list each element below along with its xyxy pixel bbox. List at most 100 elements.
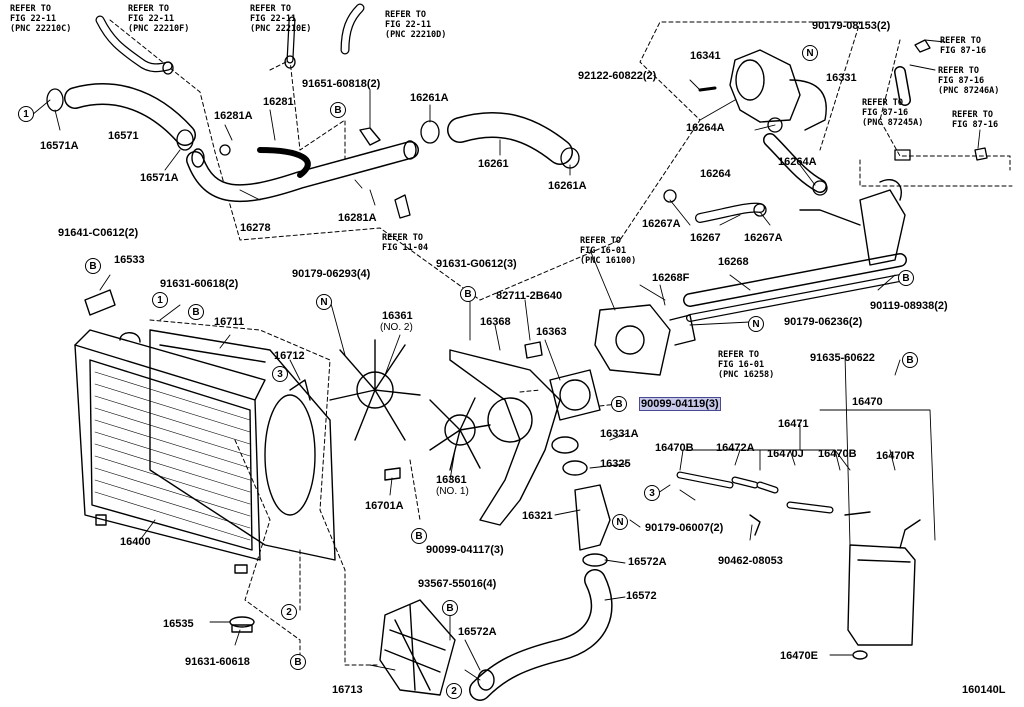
part-label[interactable]: 16321	[522, 510, 553, 522]
part-label[interactable]: 16470B	[818, 448, 857, 460]
part-label[interactable]: 16363	[536, 326, 567, 338]
part-label[interactable]: 16470E	[780, 650, 818, 662]
fan-no1	[429, 397, 491, 471]
part-label[interactable]: 82711-2B640	[496, 290, 563, 302]
part-label[interactable]: 16278	[240, 222, 271, 234]
part-label[interactable]: 16470J	[767, 448, 804, 460]
callout-circle: 1	[152, 292, 168, 308]
part-label[interactable]: 16341	[690, 50, 721, 62]
callout-circle: N	[316, 294, 332, 310]
part-label[interactable]: 16368	[480, 316, 511, 328]
part-label[interactable]: 16267	[690, 232, 721, 244]
upper-hoses	[64, 3, 911, 223]
callout-circle: B	[411, 528, 427, 544]
callout-circle: B	[85, 258, 101, 274]
reference-note: REFER TO FIG 87-16 (PNC 87245A)	[862, 98, 924, 128]
reservoir-tank	[847, 519, 921, 660]
dashed-guides	[109, 19, 1013, 666]
fan-coupling	[549, 369, 601, 421]
reference-note: REFER TO FIG 87-16	[952, 110, 999, 130]
part-label[interactable]: 16264	[700, 168, 731, 180]
part-label[interactable]: 16470R	[876, 450, 915, 462]
part-label[interactable]: 16535	[163, 618, 194, 630]
part-label[interactable]: 16533	[114, 254, 145, 266]
fan-shroud	[149, 329, 336, 561]
part-label[interactable]: 91631-G0612(3)	[436, 258, 517, 270]
part-label[interactable]: 16281A	[214, 110, 253, 122]
part-label[interactable]: 91641-C0612(2)	[58, 227, 139, 239]
part-label[interactable]: 16268F	[652, 272, 690, 284]
lower-hose	[469, 569, 613, 701]
part-label[interactable]: 16261A	[410, 92, 449, 104]
part-label[interactable]: 91631-60618(2)	[160, 278, 239, 290]
callout-circle: B	[330, 102, 346, 118]
part-label[interactable]: 90179-06236(2)	[784, 316, 863, 328]
part-label[interactable]: 16264A	[778, 156, 817, 168]
part-label[interactable]: 16713	[332, 684, 363, 696]
water-outlet	[698, 49, 827, 131]
part-label[interactable]: 16572A	[458, 626, 497, 638]
part-label[interactable]: 90179-06293(4)	[292, 268, 371, 280]
part-label[interactable]: 90179-06007(2)	[645, 522, 724, 534]
callout-circle: B	[611, 396, 627, 412]
pipe-16268	[683, 179, 907, 322]
part-label[interactable]: 16261	[478, 158, 509, 170]
part-label[interactable]: 16400	[120, 536, 151, 548]
part-label[interactable]: 16711	[214, 316, 244, 328]
part-label[interactable]: 16267A	[642, 218, 681, 230]
callout-circle: B	[898, 270, 914, 286]
callout-circle: B	[290, 654, 306, 670]
reference-note: REFER TO FIG 22-11 (PNC 22210D)	[385, 10, 447, 40]
part-label[interactable]: 16267A	[744, 232, 783, 244]
part-label[interactable]: 16571A	[40, 140, 79, 152]
part-label[interactable]: 90119-08938(2)	[870, 300, 948, 312]
callout-circle: B	[442, 600, 458, 616]
part-label[interactable]: 16325	[600, 458, 631, 470]
part-label[interactable]: 16361	[436, 474, 467, 486]
part-label[interactable]: 16571A	[140, 172, 179, 184]
reference-note: REFER TO FIG 11-04	[382, 233, 429, 253]
callout-circle: N	[748, 316, 764, 332]
part-label[interactable]: 91635-60622	[810, 352, 875, 364]
part-label[interactable]: 16470	[852, 396, 883, 408]
part-label[interactable]: 90099-04117(3)	[426, 544, 504, 556]
reference-note: REFER TO FIG 16-01 (PNC 16258)	[718, 350, 775, 380]
part-label[interactable]: 16712	[274, 350, 305, 362]
part-label[interactable]: 91631-60618	[185, 656, 250, 668]
callout-circle: B	[902, 352, 918, 368]
part-label[interactable]: 90462-08053	[718, 555, 783, 567]
callout-circle: B	[460, 286, 476, 302]
part-label[interactable]: 16264A	[686, 122, 725, 134]
part-label[interactable]: 16331	[826, 72, 857, 84]
part-label[interactable]: 91651-60818(2)	[302, 78, 381, 90]
reference-note: REFER TO FIG 22-11 (PNC 22210E)	[250, 4, 312, 34]
part-label[interactable]: 16701A	[365, 500, 404, 512]
water-pump	[594, 304, 696, 376]
part-label[interactable]: 90179-08153(2)	[812, 20, 891, 32]
part-label[interactable]: (NO. 2)	[380, 322, 413, 333]
fan-no2	[329, 339, 421, 441]
part-label[interactable]: 92122-60822(2)	[578, 70, 657, 82]
radiator	[74, 329, 266, 574]
part-label[interactable]: 16572A	[628, 556, 667, 568]
part-label[interactable]: 93567-55016(4)	[418, 578, 497, 590]
part-label[interactable]: 16281A	[338, 212, 377, 224]
part-label[interactable]: 16268	[718, 256, 749, 268]
part-label[interactable]: 16361	[382, 310, 413, 322]
part-label[interactable]: (NO. 1)	[436, 486, 469, 497]
part-label[interactable]: 16571	[108, 130, 139, 142]
part-label[interactable]: 16572	[626, 590, 657, 602]
fan-bracket	[449, 349, 561, 526]
part-label[interactable]: 16261A	[548, 180, 587, 192]
highlighted-part-label[interactable]: 90099-04119(3)	[639, 397, 721, 411]
part-label[interactable]: 16471	[778, 418, 809, 430]
part-label[interactable]: 16470B	[655, 442, 694, 454]
fan-guard	[379, 599, 456, 696]
part-label[interactable]: 16472A	[716, 442, 755, 454]
small-parts	[84, 209, 861, 633]
callout-circle: 1	[18, 106, 34, 122]
part-label[interactable]: 16281	[263, 96, 294, 108]
part-label[interactable]: 16331A	[600, 428, 639, 440]
